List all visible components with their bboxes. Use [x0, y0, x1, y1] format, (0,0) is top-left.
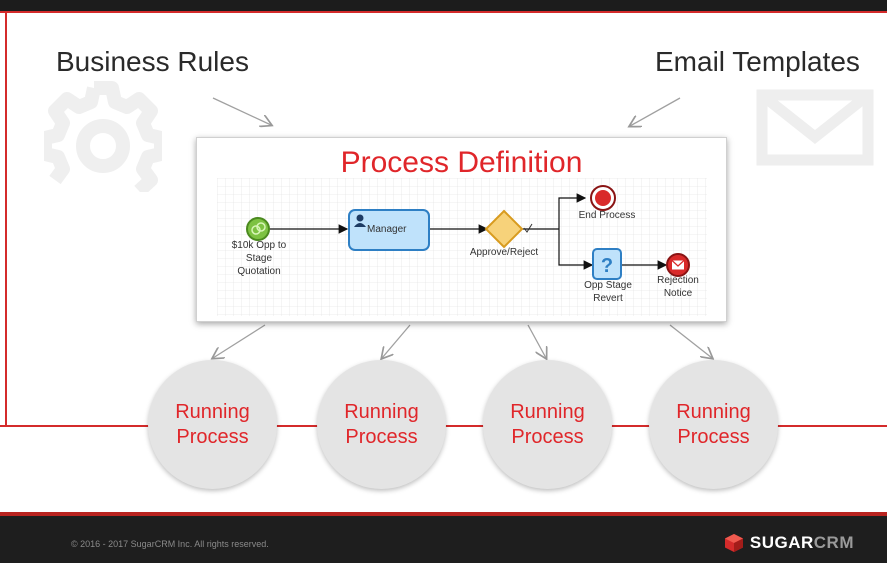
top-red-rule [0, 11, 887, 13]
running-process-line1: Running [344, 400, 419, 423]
running-process-circle: Running Process [483, 360, 612, 489]
end-event-icon [590, 185, 616, 211]
running-process-line2: Process [176, 425, 249, 448]
gateway-diamond-icon [484, 209, 524, 249]
message-end-event-icon [666, 253, 690, 277]
running-process-line1: Running [676, 400, 751, 423]
arrow-run-2 [382, 324, 411, 358]
arrow-run-3 [527, 324, 546, 358]
question-task-icon: ? [592, 248, 622, 280]
brand-accent-text: CRM [813, 533, 854, 552]
svg-text:?: ? [601, 255, 613, 277]
email-templates-heading: Email Templates [655, 46, 860, 77]
end-process-label: End Process [578, 210, 636, 221]
rejection-notice-label: Rejection Notice [657, 275, 699, 299]
manager-task-label: Manager [367, 224, 407, 235]
start-event-label: $10k Opp to Stage Quotation [231, 240, 287, 277]
running-process-circle: Running Process [317, 360, 446, 489]
arrow-email-templates [630, 97, 681, 126]
brand-main-text: SUGAR [749, 533, 814, 552]
running-process-line2: Process [511, 425, 584, 448]
process-definition-title: Process Definition [340, 146, 583, 179]
arrow-business-rules [212, 97, 271, 125]
arrow-run-4 [669, 324, 712, 358]
copyright-text: © 2016 - 2017 SugarCRM Inc. All rights r… [71, 539, 269, 549]
manager-task-icon [348, 209, 430, 251]
gear-icon [44, 81, 162, 192]
running-process-line2: Process [345, 425, 418, 448]
footer: © 2016 - 2017 SugarCRM Inc. All rights r… [0, 512, 887, 563]
gateway-label: Approve/Reject [469, 247, 539, 258]
process-definition-card: Process Definition [196, 137, 727, 322]
running-process-circle: Running Process [649, 360, 778, 489]
arrow-run-1 [213, 324, 266, 358]
left-red-rule [5, 11, 7, 427]
start-event-icon [246, 217, 270, 241]
running-process-line2: Process [677, 425, 750, 448]
running-process-circle: Running Process [148, 360, 277, 489]
envelope-icon [756, 89, 874, 166]
business-rules-heading: Business Rules [56, 46, 249, 77]
top-bar [0, 0, 887, 11]
running-process-line1: Running [510, 400, 585, 423]
process-flow-diagram: ? [217, 178, 707, 316]
running-process-line1: Running [175, 400, 250, 423]
opp-stage-revert-label: Opp Stage Revert [584, 280, 632, 304]
sugarcrm-logo: SUGARCRM [724, 532, 854, 554]
cube-icon [724, 534, 743, 552]
